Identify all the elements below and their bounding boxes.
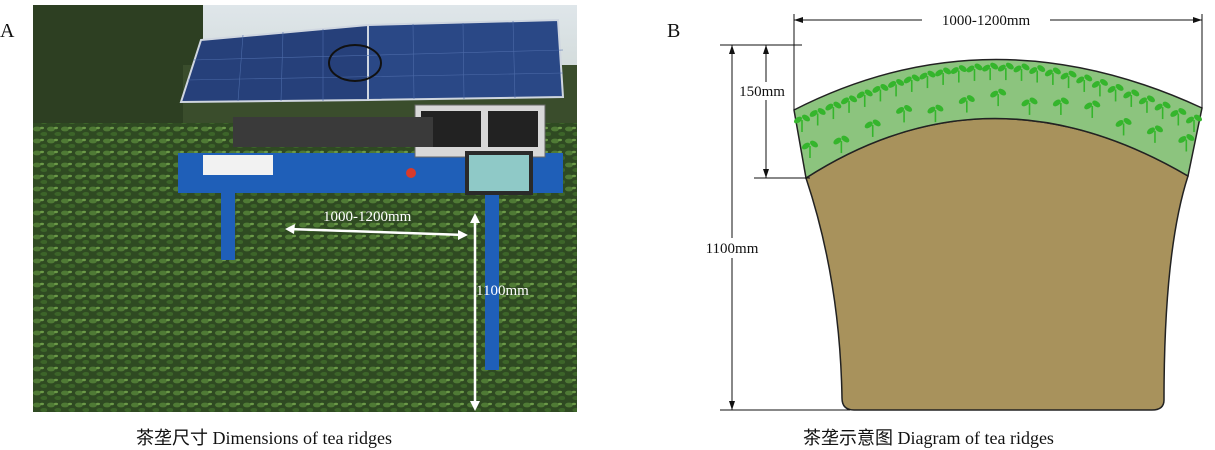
photo-height-label: 1100mm xyxy=(476,283,529,299)
sprout-icon xyxy=(896,104,913,123)
sprout-icon xyxy=(935,67,952,85)
machine-leg-left xyxy=(221,180,235,260)
canopy-dim-label: 150mm xyxy=(739,84,785,100)
panel-b-caption: 茶垄示意图 Diagram of tea ridges xyxy=(803,428,1054,448)
sprout-icon xyxy=(825,101,842,120)
sprout-icon xyxy=(856,89,873,107)
sprout-icon xyxy=(1185,114,1203,132)
sprout-icon xyxy=(1107,84,1124,102)
sprout-icon xyxy=(1146,125,1163,143)
sprout-group xyxy=(793,62,1203,158)
panel-a-caption: 茶垄尺寸 Dimensions of tea ridges xyxy=(136,428,392,448)
tree-line xyxy=(33,5,203,130)
stop-button xyxy=(406,168,416,178)
sprout-icon xyxy=(801,140,819,158)
sprout-icon xyxy=(809,108,826,126)
sprout-icon xyxy=(1044,67,1061,85)
sprout-icon xyxy=(1178,134,1195,152)
sprout-icon xyxy=(888,78,905,97)
sprout-icon xyxy=(1076,74,1093,92)
photo-width-label: 1000-1200mm xyxy=(323,209,412,225)
sprout-icon xyxy=(1154,101,1171,120)
sprout-icon xyxy=(1021,97,1038,115)
sprout-icon xyxy=(1084,100,1101,118)
soil-body xyxy=(805,117,1189,411)
height-dim-label: 1100mm xyxy=(706,241,759,257)
machine-leg-right xyxy=(485,195,499,370)
sprout-icon xyxy=(919,70,936,89)
sprout-icon xyxy=(982,62,999,81)
sprout-icon xyxy=(903,74,920,92)
sprout-icon xyxy=(1123,89,1140,107)
sprout-icon xyxy=(872,84,889,102)
sprout-icon xyxy=(966,63,983,81)
tea-ridge-photo: 1000-1200mm 1100mm xyxy=(33,5,577,412)
sprout-icon xyxy=(927,104,944,123)
sprout-icon xyxy=(1060,70,1077,89)
width-arrow xyxy=(287,227,466,237)
sprout-icon xyxy=(793,114,811,132)
sprout-icon xyxy=(990,88,1007,107)
sprout-icon xyxy=(958,95,975,113)
sprout-icon xyxy=(1052,97,1069,115)
solar-panel-right xyxy=(367,18,565,102)
sprout-icon xyxy=(1115,118,1132,136)
sprout-icon xyxy=(1138,95,1155,113)
sprout-icon xyxy=(1091,78,1108,97)
sprout-icon xyxy=(1013,63,1030,81)
width-dim-label: 1000-1200mm xyxy=(942,13,1031,29)
sprout-icon xyxy=(997,62,1014,81)
sprout-icon xyxy=(833,135,850,154)
sprout-icon xyxy=(1170,108,1187,126)
sprout-icon xyxy=(841,95,858,113)
sprout-icon xyxy=(1029,65,1046,83)
panel-b-label: B xyxy=(667,20,681,42)
sprout-icon xyxy=(864,119,881,137)
panel-a-label: A xyxy=(0,20,15,42)
tea-ridge-diagram: 1000-1200mm 150mm 1100mm xyxy=(700,13,1203,411)
sprout-icon xyxy=(950,65,967,83)
